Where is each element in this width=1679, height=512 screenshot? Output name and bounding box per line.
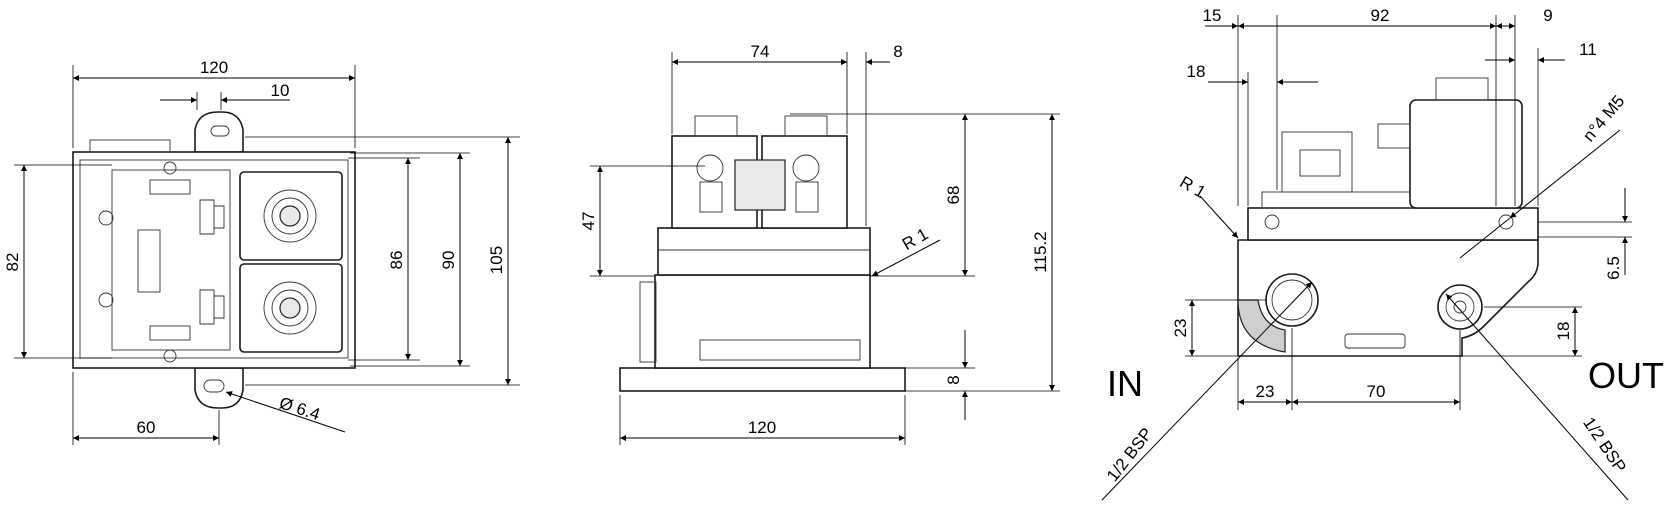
front-lower-port (149, 325, 191, 341)
port-in (1265, 273, 1319, 327)
port-out (1437, 284, 1483, 330)
port-screw-right (1498, 214, 1514, 230)
front-screw-1 (98, 210, 114, 226)
leader-hole-dia (225, 391, 346, 433)
port-fitting-inner (1299, 149, 1341, 177)
dim-120-front: 120 (200, 58, 228, 77)
port-coil-connector (1377, 123, 1411, 149)
dim-8-base: 8 (944, 375, 963, 384)
top-lug-slot (210, 125, 230, 137)
leader-bsp-in (1101, 281, 1313, 501)
side-lower-panel (699, 339, 861, 361)
dim-8-top: 8 (893, 42, 902, 61)
dim-70: 70 (1367, 382, 1386, 401)
top-mounting-lug (194, 111, 244, 153)
dim-6-5: 6.5 (1604, 256, 1623, 280)
dim-10-front: 10 (271, 81, 290, 100)
front-inner-frame (79, 159, 349, 359)
port-out-center (1453, 300, 1467, 314)
bsp-out-note: 1/2 BSP (1579, 414, 1630, 476)
side-stem-right (795, 181, 819, 213)
front-fitting-upper (199, 199, 225, 235)
port-upper-strip (1261, 191, 1423, 209)
dim-15: 15 (1203, 6, 1222, 25)
dim-86: 86 (387, 251, 406, 270)
dim-60: 60 (137, 418, 156, 437)
dim-120-side: 120 (748, 418, 776, 437)
side-stem-left (699, 181, 723, 213)
side-left-cover (639, 281, 657, 363)
dim-90: 90 (439, 251, 458, 270)
front-top-cap (89, 139, 171, 153)
front-center-block (137, 229, 161, 293)
coil-lower-ring-mid (271, 289, 309, 327)
side-lower-body (654, 274, 871, 369)
front-view: 120 10 82 86 90 105 60 Ø 6.4 (3, 58, 520, 445)
side-middle-block (657, 227, 871, 276)
radius-side: R 1 (899, 224, 931, 254)
port-in-shading (1237, 299, 1286, 353)
port-screw-left (1264, 214, 1280, 230)
port-in-thread (1271, 279, 1313, 321)
dim-68: 68 (944, 186, 963, 205)
leader-radius-side (871, 239, 941, 277)
side-base-plate (619, 367, 906, 392)
label-out: OUT (1588, 355, 1664, 396)
bsp-in-note: 1/2 BSP (1103, 424, 1156, 485)
dim-18-vertical: 18 (1554, 322, 1573, 341)
front-screw-3 (163, 161, 177, 175)
front-screw-2 (98, 292, 114, 308)
port-out-thread (1445, 292, 1475, 322)
dim-18-top: 18 (1187, 62, 1206, 81)
front-screw-4 (163, 349, 177, 363)
bottom-mounting-lug (194, 367, 244, 409)
front-fitting-lower (199, 289, 225, 325)
dim-115-2: 115.2 (1031, 231, 1050, 272)
coil-lower-center (279, 297, 301, 319)
port-upper-body (1247, 207, 1539, 241)
bottom-lug-slot (203, 379, 225, 393)
radius-port: R 1 (1177, 172, 1209, 202)
port-coil-cap (1435, 77, 1489, 101)
port-view: 15 92 9 11 18 n°4 M5 R 1 6.5 23 18 23 70… (1101, 6, 1664, 501)
dim-105: 105 (487, 246, 506, 274)
leader-m5-ext (1459, 217, 1511, 259)
side-center-connector (734, 159, 786, 211)
coil-upper-center (279, 205, 301, 227)
dim-82: 82 (3, 253, 22, 272)
thread-note-m5: n°4 M5 (1579, 92, 1628, 146)
side-port-right (792, 154, 820, 182)
leader-m5 (1509, 129, 1621, 219)
side-view: 74 8 47 68 115.2 8 120 R 1 (579, 42, 1060, 445)
coil-upper-ring-outer (263, 189, 317, 243)
dim-92: 92 (1371, 6, 1390, 25)
port-coil (1409, 99, 1523, 209)
dim-23-horizontal: 23 (1256, 382, 1275, 401)
side-port-left (696, 154, 724, 182)
coil-upper-ring-mid (271, 197, 309, 235)
port-fitting-block (1281, 131, 1353, 193)
dim-hole-diameter: Ø 6.4 (277, 393, 322, 424)
dim-23-vertical: 23 (1171, 319, 1190, 338)
coil-lower-ring-outer (263, 281, 317, 335)
dim-9: 9 (1543, 6, 1552, 25)
front-upper-port (149, 179, 191, 195)
side-cap-left (694, 115, 738, 137)
label-in: IN (1107, 363, 1143, 404)
leader-radius-port (1199, 195, 1239, 239)
dim-74: 74 (751, 42, 770, 61)
dim-47: 47 (579, 212, 598, 231)
dim-11: 11 (1579, 40, 1597, 59)
leader-bsp-out (1445, 293, 1629, 501)
port-bottom-slot (1344, 333, 1406, 349)
side-cap-right (784, 115, 828, 137)
